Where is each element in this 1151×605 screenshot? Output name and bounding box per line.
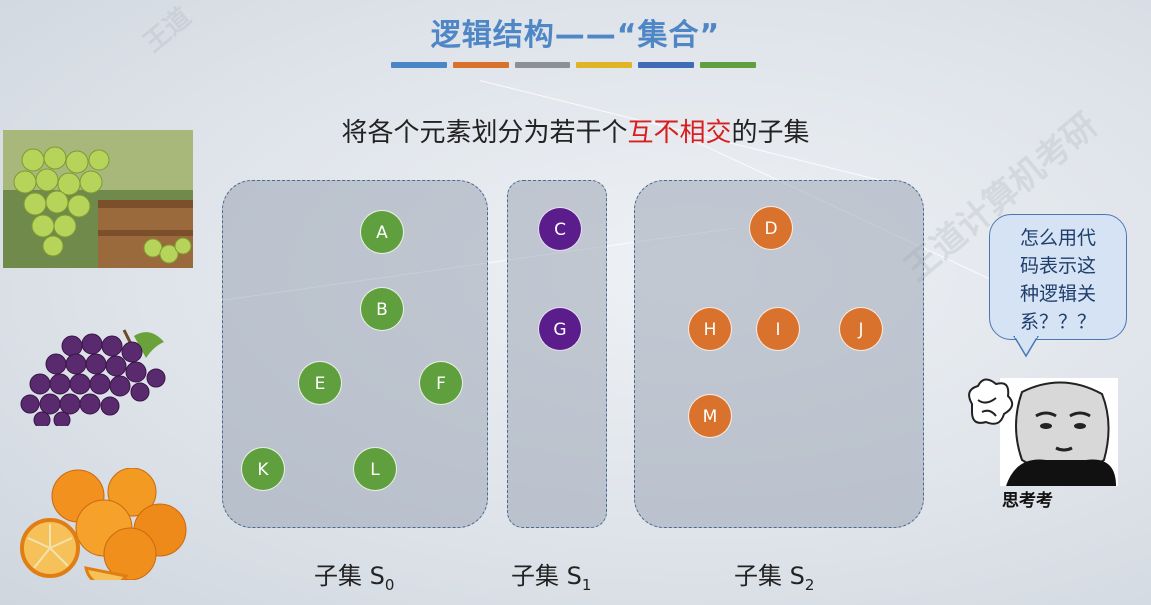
color-bar bbox=[391, 62, 447, 68]
color-bar bbox=[452, 62, 509, 68]
oranges-image bbox=[20, 468, 187, 580]
subset-label-text: 子集 S bbox=[734, 562, 805, 590]
speech-bubble: 怎么用代 码表示这 种逻辑关 系？？？ bbox=[989, 214, 1127, 340]
thinking-face-icon bbox=[968, 378, 1118, 486]
node-a: A bbox=[360, 210, 404, 254]
node-h: H bbox=[688, 307, 732, 351]
node-c: C bbox=[538, 207, 582, 251]
bubble-line: 码表示这 bbox=[1019, 255, 1096, 277]
subtitle: 将各个元素划分为若干个互不相交的子集 bbox=[0, 112, 1151, 149]
color-bar bbox=[514, 62, 571, 68]
subtitle-after: 的子集 bbox=[731, 118, 810, 148]
node-l: L bbox=[353, 447, 397, 491]
color-bar bbox=[700, 62, 756, 68]
node-i: I bbox=[756, 307, 800, 351]
green-grapes-image bbox=[3, 130, 193, 268]
subset-label-s1: 子集 S1 bbox=[511, 556, 591, 594]
subtitle-before: 将各个元素划分为若干个 bbox=[341, 118, 628, 148]
bubble-line: 种逻辑关 bbox=[1019, 283, 1096, 305]
subset-label-sub: 0 bbox=[384, 575, 395, 594]
node-g: G bbox=[538, 307, 582, 351]
subset-label-sub: 2 bbox=[804, 575, 815, 594]
subset-label-s0: 子集 S0 bbox=[314, 556, 394, 594]
color-bar bbox=[638, 62, 695, 68]
subset-label-text: 子集 S bbox=[314, 562, 385, 590]
purple-grapes-image bbox=[20, 329, 166, 426]
title-color-bars bbox=[391, 62, 756, 68]
node-k: K bbox=[241, 447, 285, 491]
node-f: F bbox=[419, 361, 463, 405]
subset-label-s2: 子集 S2 bbox=[734, 556, 814, 594]
bubble-line: 系？？？ bbox=[1019, 311, 1096, 333]
node-j: J bbox=[839, 307, 883, 351]
node-m: M bbox=[688, 394, 732, 438]
speech-bubble-tail bbox=[1013, 336, 1039, 358]
bubble-line: 怎么用代 bbox=[1019, 227, 1096, 249]
node-d: D bbox=[749, 206, 793, 250]
node-e: E bbox=[298, 361, 342, 405]
node-b: B bbox=[360, 287, 404, 331]
subset-label-sub: 1 bbox=[581, 575, 592, 594]
page-title: 逻辑结构——“集合” bbox=[430, 18, 721, 53]
subset-label-text: 子集 S bbox=[511, 562, 582, 590]
color-bar bbox=[576, 62, 633, 68]
subtitle-highlight: 互不相交 bbox=[627, 118, 732, 148]
meme-caption: 思考考 bbox=[1002, 491, 1053, 511]
